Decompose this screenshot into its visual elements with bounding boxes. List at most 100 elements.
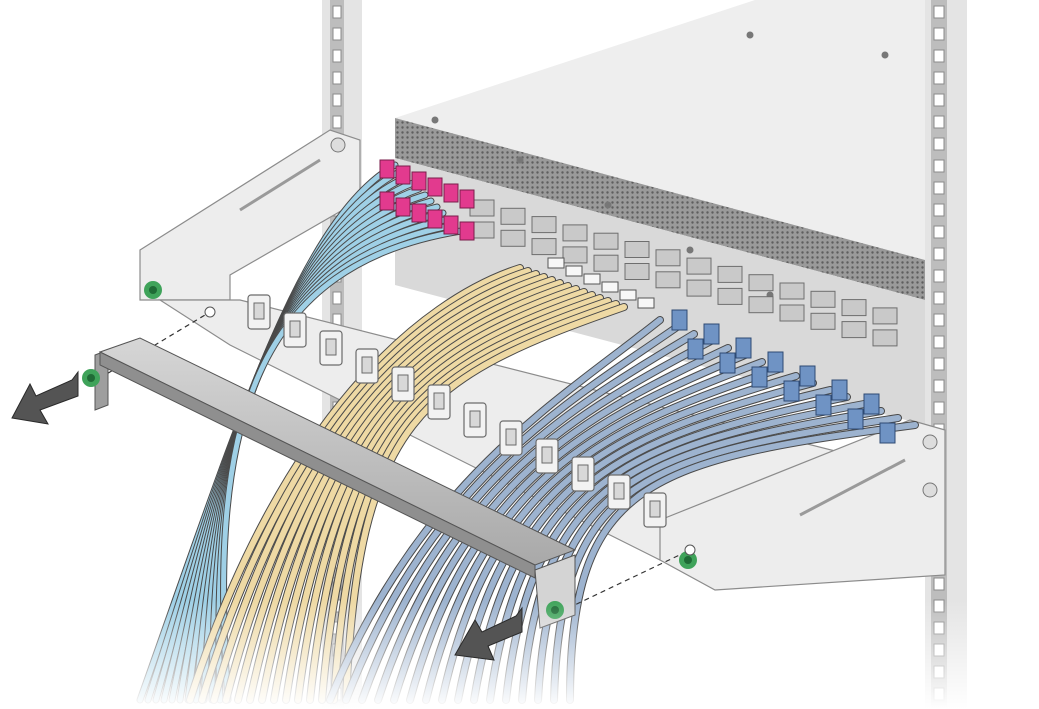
cable-clip-latch bbox=[397, 374, 409, 392]
port-cage bbox=[562, 224, 588, 242]
pink-fiber-connector bbox=[443, 183, 459, 203]
rack-slot bbox=[933, 203, 945, 217]
cable-clip-latch bbox=[289, 320, 301, 338]
cable-clips bbox=[247, 294, 667, 528]
screw-hole-left bbox=[204, 306, 216, 318]
cable-clip-latch bbox=[541, 446, 553, 464]
chassis-hole bbox=[604, 201, 612, 209]
pink-fiber-connector bbox=[395, 165, 411, 185]
yellow-fiber-cable bbox=[247, 280, 563, 703]
yellow-fiber-cable bbox=[283, 289, 587, 703]
removal-arrows bbox=[11, 370, 523, 661]
port-cage bbox=[841, 299, 867, 317]
rack-screw-left bbox=[330, 137, 346, 153]
rack-slot bbox=[933, 49, 945, 63]
port-cage bbox=[748, 274, 774, 292]
bracket-right-arm bbox=[659, 419, 946, 591]
white-fiber-connector bbox=[619, 289, 637, 301]
port-cage bbox=[531, 216, 557, 234]
rack-slot bbox=[332, 27, 342, 41]
yellow-fiber-cable bbox=[331, 301, 619, 703]
guide-line-right bbox=[559, 549, 691, 613]
pink-fiber-connector bbox=[379, 159, 395, 179]
blue-copper-connector bbox=[671, 309, 688, 331]
rack-slot bbox=[933, 269, 945, 283]
bracket-left-arm bbox=[139, 129, 361, 301]
pink-fiber-connector bbox=[379, 191, 395, 211]
rack-slot bbox=[933, 93, 945, 107]
rack-slot bbox=[933, 401, 945, 415]
cable-clip-latch bbox=[505, 428, 517, 446]
chassis-front-vent bbox=[395, 118, 925, 300]
yellow-fiber-cable bbox=[199, 268, 531, 703]
blue-copper-connector bbox=[703, 323, 720, 345]
rack-slot bbox=[933, 291, 945, 305]
cover-screw-left bbox=[82, 369, 100, 387]
rack-slot bbox=[933, 159, 945, 173]
rack-slot bbox=[933, 71, 945, 85]
rack-slot bbox=[933, 379, 945, 393]
rack-screw-right-bottom bbox=[922, 482, 938, 498]
screw-bracket-right bbox=[679, 551, 697, 569]
pink-fiber-connector bbox=[459, 221, 475, 241]
port-cage bbox=[717, 265, 743, 283]
arrow-right-icon bbox=[454, 606, 523, 661]
blue-copper-connector bbox=[719, 352, 736, 374]
port-cage bbox=[531, 238, 557, 256]
rack-slot bbox=[332, 5, 342, 19]
port-cage bbox=[686, 257, 712, 275]
rack-slot bbox=[933, 225, 945, 239]
rack-slot bbox=[332, 93, 342, 107]
port-cage bbox=[810, 290, 836, 308]
port-cage bbox=[624, 241, 650, 258]
chassis-top bbox=[395, 0, 925, 260]
cable-clip-latch bbox=[577, 464, 589, 482]
rack-slot bbox=[933, 247, 945, 261]
captive-screws bbox=[99, 137, 938, 613]
yellow-fiber-cable bbox=[187, 265, 523, 703]
port-cage bbox=[841, 321, 867, 339]
blue-copper-connector bbox=[815, 394, 832, 416]
port-cage bbox=[593, 232, 619, 250]
chassis-hole bbox=[881, 51, 889, 59]
blue-copper-connector bbox=[783, 380, 800, 402]
port-cage bbox=[562, 246, 588, 264]
rack-slot bbox=[933, 313, 945, 327]
pink-fiber-connector bbox=[459, 189, 475, 209]
rack-shadow-fade bbox=[967, 0, 1039, 709]
rack-posts bbox=[322, 0, 1039, 709]
blue-copper-connector bbox=[767, 351, 784, 373]
connectors bbox=[379, 159, 896, 444]
cable-clip-latch bbox=[649, 500, 661, 518]
port-cage bbox=[872, 307, 898, 325]
white-fiber-connector bbox=[547, 257, 565, 269]
rack-slot bbox=[933, 577, 945, 591]
chassis-hole bbox=[516, 156, 524, 164]
port-cage bbox=[810, 312, 836, 330]
cable-clip-latch bbox=[325, 338, 337, 356]
rack-slot bbox=[332, 71, 342, 85]
white-fiber-connector bbox=[601, 281, 619, 293]
screw-bracket-left bbox=[144, 281, 162, 299]
cable-clip-latch bbox=[253, 302, 265, 320]
port-cage bbox=[624, 263, 650, 280]
rack-slot bbox=[933, 115, 945, 129]
pink-fiber-connector bbox=[443, 215, 459, 235]
port-cage bbox=[717, 287, 743, 305]
rack-slot bbox=[933, 357, 945, 371]
switch-chassis bbox=[395, 0, 925, 425]
yellow-fiber-cable bbox=[211, 271, 539, 703]
blue-copper-connector bbox=[799, 365, 816, 387]
white-fiber-connector bbox=[583, 273, 601, 285]
port-cage bbox=[655, 249, 681, 267]
port-cage bbox=[500, 229, 526, 247]
rack-slot bbox=[332, 291, 342, 305]
yellow-fiber-cable bbox=[271, 286, 579, 703]
arrow-left-icon bbox=[11, 370, 79, 425]
rack-slot bbox=[933, 137, 945, 151]
blue-copper-connector bbox=[831, 379, 848, 401]
port-cage bbox=[872, 329, 898, 347]
port-cage bbox=[748, 296, 774, 314]
rack-slot bbox=[332, 115, 342, 129]
